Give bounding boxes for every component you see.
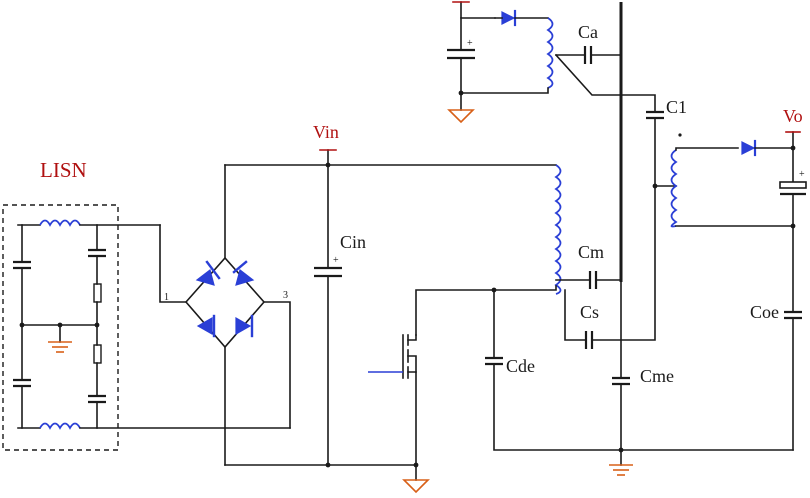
ca-label: Ca <box>578 22 598 42</box>
bridge-diode-icon <box>235 268 255 286</box>
lisn-resistor-top <box>93 283 102 303</box>
cs-label: Cs <box>580 302 599 322</box>
mosfet-icon <box>368 334 417 466</box>
aux-ground-icon <box>447 109 475 124</box>
pin-1-label: 1 <box>164 292 169 303</box>
cde-label: Cde <box>506 356 535 376</box>
cin-plus-label: + <box>333 255 339 266</box>
mosfet-ground-icon <box>402 479 430 494</box>
pin-3-label: 3 <box>283 290 288 301</box>
cm-label: Cm <box>578 242 604 262</box>
lisn-inductor-top <box>39 219 81 227</box>
aux-winding <box>546 17 554 89</box>
cme-label: Cme <box>640 366 674 386</box>
lisn-ground-icon <box>48 341 72 353</box>
bridge-rectifier: 1 3 <box>159 164 291 466</box>
input-rail: Vin + Cin <box>224 122 557 468</box>
lisn-boundary <box>2 204 119 451</box>
primary-stage: Cde <box>368 164 794 494</box>
core-coupling: Cm Cs Cme <box>555 2 674 476</box>
cin-label: Cin <box>340 232 366 252</box>
output-cap-plus-label: + <box>799 169 805 180</box>
aux-diode-icon <box>501 11 516 25</box>
lisn-label: LISN <box>40 158 87 182</box>
auxiliary-stage: + Ca <box>447 1 656 124</box>
lisn-inductor-bottom <box>39 422 81 430</box>
core-ground-icon <box>609 464 633 476</box>
vo-label: Vo <box>783 106 803 126</box>
primary-winding <box>554 164 562 295</box>
bridge-diode-icon <box>235 316 252 336</box>
aux-cap-plus-label: + <box>467 38 473 49</box>
lisn-network: LISN <box>2 158 291 451</box>
secondary-winding <box>670 149 678 228</box>
c1-label: C1 <box>666 97 687 117</box>
output-stage: C1 Vo + Coe <box>646 97 807 451</box>
lisn-resistor-bottom <box>93 344 102 364</box>
coe-label: Coe <box>750 302 779 322</box>
vin-label: Vin <box>313 122 339 142</box>
bridge-diode-icon <box>195 268 215 286</box>
bridge-diode-icon <box>196 316 213 336</box>
output-diode-icon <box>741 141 756 155</box>
